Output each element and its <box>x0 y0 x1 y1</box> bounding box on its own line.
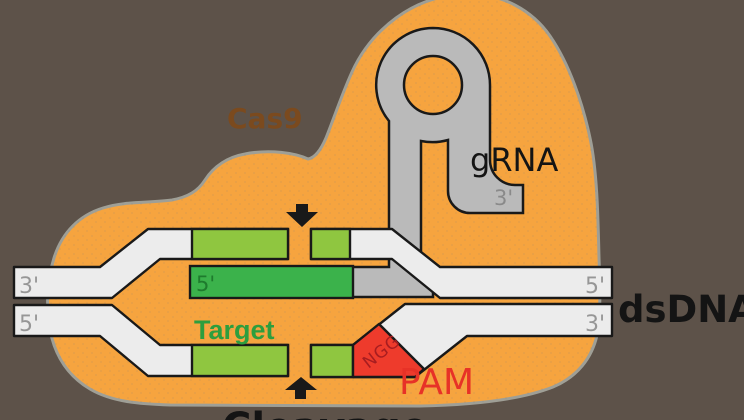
left-top-strand-3prime-label: 3' <box>19 274 39 299</box>
top-cut-arrow-icon <box>286 204 318 227</box>
pam-label: PAM <box>399 362 474 403</box>
left-bottom-strand-5prime-label: 5' <box>19 312 39 337</box>
bottom-cut-arrow-icon <box>285 377 317 399</box>
grna-spacer-segment <box>188 264 355 300</box>
pam-ngg-segment <box>351 322 426 379</box>
protospacer-bottom-left-segment <box>190 343 290 378</box>
target-label: Target <box>194 315 275 345</box>
protospacer-bottom-right-segment <box>309 343 355 379</box>
cleavage-label: Cleavage <box>222 405 428 420</box>
right-bottom-strand-3prime-label: 3' <box>585 312 605 337</box>
right-top-strand-5prime-label: 5' <box>585 274 605 299</box>
grna-3prime-label: 3' <box>494 186 513 210</box>
dsdna-label: dsDNA <box>618 288 744 331</box>
cas9-label: Cas9 <box>227 102 303 135</box>
grna-label: gRNA <box>470 141 558 179</box>
grna-spacer-5prime-label: 5' <box>196 272 215 296</box>
protospacer-top-left-segment <box>190 227 290 261</box>
protospacer-top-right-segment <box>309 227 352 261</box>
